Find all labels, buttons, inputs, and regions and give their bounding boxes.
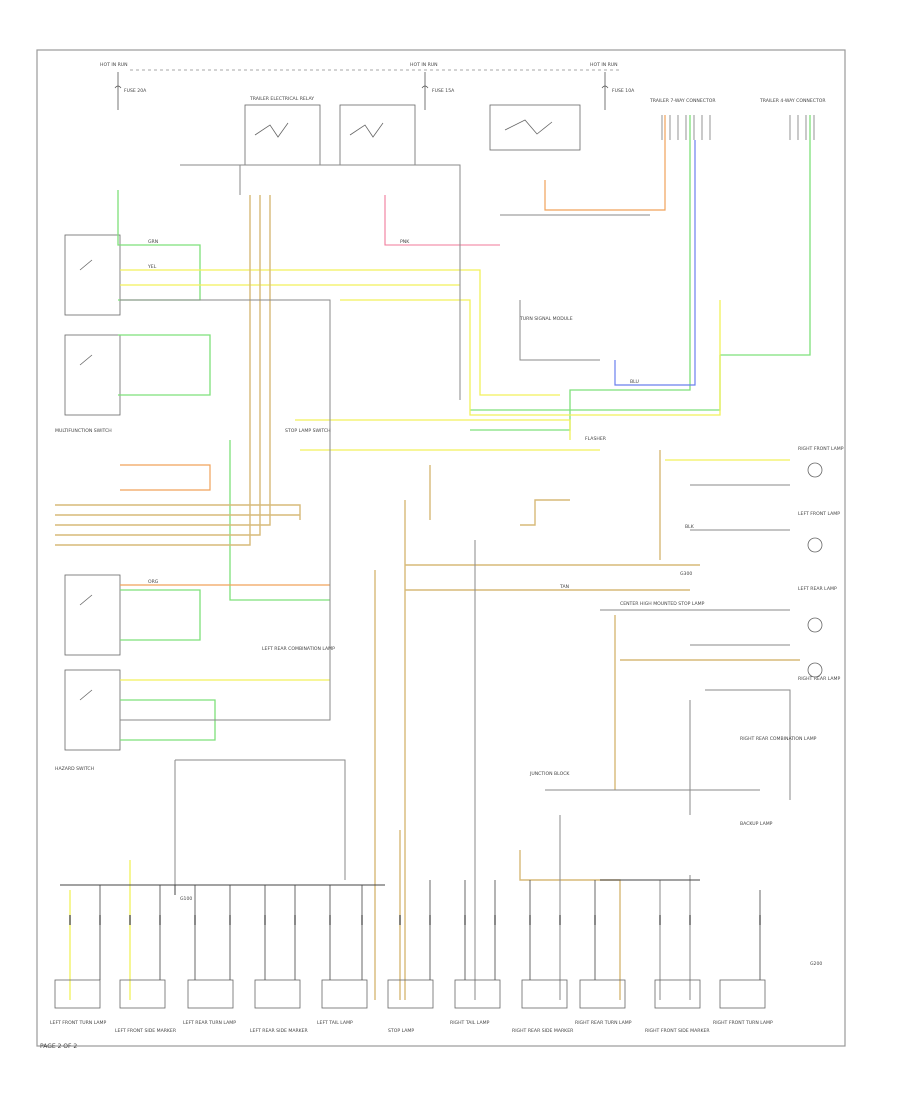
bottom-lamp-label: RIGHT FRONT TURN LAMP bbox=[713, 1020, 773, 1026]
gray-wires bbox=[120, 164, 791, 1000]
wire-tag-yellow: YEL bbox=[147, 264, 157, 270]
right-rear-combo-label: RIGHT REAR COMBINATION LAMP bbox=[740, 736, 817, 742]
bottom-lamp-label: LEFT FRONT TURN LAMP bbox=[50, 1020, 106, 1026]
wire-tag-orange: ORG bbox=[148, 579, 159, 585]
fuse-label-a: FUSE 20A bbox=[124, 88, 147, 94]
junction-block-label: JUNCTION BLOCK bbox=[529, 771, 570, 777]
left-rear-combo-label: LEFT REAR COMBINATION LAMP bbox=[262, 646, 335, 652]
center-high-mount-label: CENTER HIGH MOUNTED STOP LAMP bbox=[620, 601, 705, 607]
bottom-lamp-label: RIGHT TAIL LAMP bbox=[450, 1020, 490, 1026]
turn-signal-module-label: TURN SIGNAL MODULE bbox=[519, 316, 573, 322]
bottom-lamp-label: LEFT REAR SIDE MARKER bbox=[250, 1028, 309, 1034]
hot-label-mid: HOT IN RUN bbox=[410, 62, 438, 68]
ground-g1-label: G100 bbox=[180, 896, 192, 902]
green-wires bbox=[117, 115, 811, 741]
trailer-connector-pins bbox=[661, 115, 815, 140]
fuse-marks-bottom bbox=[69, 915, 761, 925]
wire-tag-tan: TAN bbox=[559, 584, 569, 590]
hot-label-right: HOT IN RUN bbox=[590, 62, 618, 68]
trailer-connector-b-label: TRAILER 4-WAY CONNECTOR bbox=[759, 98, 826, 104]
right-front-lamp-label: RIGHT FRONT LAMP bbox=[798, 446, 844, 452]
trailer-connector-a-label: TRAILER 7-WAY CONNECTOR bbox=[649, 98, 716, 104]
wire-tag-black: BLK bbox=[685, 524, 695, 530]
page-number: PAGE 2 OF 2 bbox=[40, 1043, 78, 1050]
bottom-lamp-label: RIGHT REAR SIDE MARKER bbox=[512, 1028, 574, 1034]
diagram-frame bbox=[36, 49, 846, 1047]
bottom-lamp-label: STOP LAMP bbox=[388, 1028, 414, 1034]
yellow-wires bbox=[69, 269, 790, 1000]
fuse-label-b: FUSE 15A bbox=[432, 88, 455, 94]
backup-lamp-label: BACKUP LAMP bbox=[740, 821, 773, 827]
stop-lamp-switch-label: STOP LAMP SWITCH bbox=[285, 428, 331, 434]
orange-wires bbox=[120, 115, 666, 586]
left-rear-lamp-label: LEFT REAR LAMP bbox=[798, 586, 837, 592]
tan-wires bbox=[55, 195, 800, 1000]
right-rear-lamp-label: RIGHT REAR LAMP bbox=[798, 676, 840, 682]
pink-wires bbox=[384, 195, 500, 246]
bottom-lamp-row bbox=[54, 979, 766, 1009]
wire-tag-blue: BLU bbox=[630, 379, 639, 385]
bottom-lamp-label: RIGHT REAR TURN LAMP bbox=[575, 1020, 632, 1026]
fuse-symbols bbox=[114, 72, 609, 110]
bulb-icons-right bbox=[807, 462, 823, 678]
flasher-label: FLASHER bbox=[585, 436, 607, 442]
trailer-relay-boxes bbox=[244, 104, 581, 166]
wire-tag-green: GRN bbox=[148, 239, 158, 245]
bottom-lamp-label: LEFT REAR TURN LAMP bbox=[183, 1020, 236, 1026]
wire-tag-pink: PNK bbox=[400, 239, 410, 245]
bottom-lamp-label: LEFT TAIL LAMP bbox=[317, 1020, 353, 1026]
hazard-switch-label: HAZARD SWITCH bbox=[55, 766, 94, 772]
bottom-lamp-label: LEFT FRONT SIDE MARKER bbox=[115, 1028, 177, 1034]
left-front-lamp-label: LEFT FRONT LAMP bbox=[798, 511, 840, 517]
bottom-lamp-label: RIGHT FRONT SIDE MARKER bbox=[645, 1028, 710, 1034]
blue-wires bbox=[614, 140, 696, 386]
ground-g3-label: G300 bbox=[680, 571, 692, 577]
trailer-relay-label: TRAILER ELECTRICAL RELAY bbox=[249, 96, 314, 102]
hot-label-left: HOT IN RUN bbox=[100, 62, 128, 68]
switch-boxes-left bbox=[64, 234, 121, 751]
ground-bus bbox=[60, 879, 700, 895]
lamp-drop-wires bbox=[99, 880, 761, 980]
fuse-label-c: FUSE 10A bbox=[612, 88, 635, 94]
multifunction-switch-label: MULTIFUNCTION SWITCH bbox=[55, 428, 112, 434]
ground-g2-label: G200 bbox=[810, 961, 822, 967]
bottom-lamp-labels: LEFT FRONT TURN LAMP LEFT FRONT SIDE MAR… bbox=[50, 1020, 773, 1034]
